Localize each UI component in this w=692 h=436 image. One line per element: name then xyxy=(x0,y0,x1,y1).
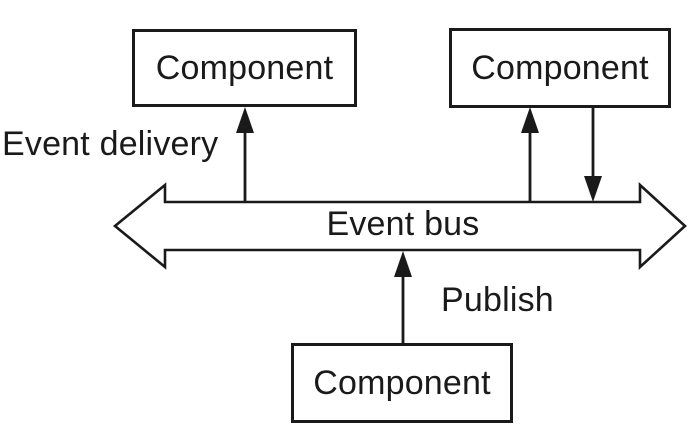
component-box-top-left: Component xyxy=(132,29,357,107)
component-box-bottom-label: Component xyxy=(313,363,491,402)
publish-label: Publish xyxy=(441,281,554,319)
publish-arrow-head xyxy=(394,251,412,277)
event-delivery-arrow-left-head xyxy=(236,107,254,133)
component-box-top-right-label: Component xyxy=(471,48,649,87)
event-bus-label: Event bus xyxy=(326,205,480,243)
event-delivery-label: Event delivery xyxy=(2,125,219,163)
event-bus-double-arrow-shape xyxy=(112,182,687,270)
component-box-top-left-label: Component xyxy=(155,48,334,87)
component-box-top-right: Component xyxy=(449,28,671,108)
component-box-bottom: Component xyxy=(291,343,513,423)
event-delivery-arrow-right-head xyxy=(521,107,539,133)
component-to-bus-arrow-head xyxy=(584,176,602,202)
